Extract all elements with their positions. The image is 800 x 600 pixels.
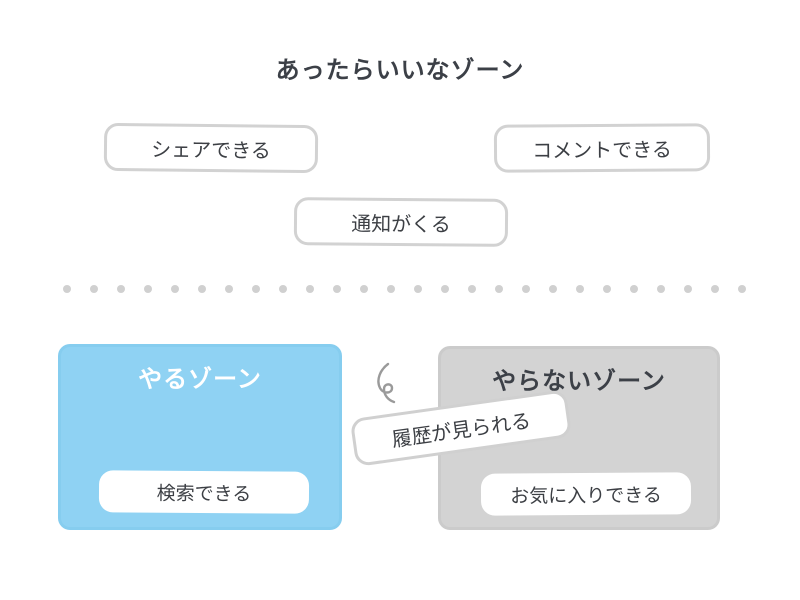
swirl-motion-icon: [377, 362, 396, 404]
wish-item-share[interactable]: シェアできる: [103, 122, 319, 174]
do-zone: やるゾーン 検索できる: [58, 344, 342, 530]
wish-item-comment[interactable]: コメントできる: [493, 123, 711, 173]
wish-item-notification[interactable]: 通知がくる: [293, 197, 509, 247]
dont-zone-title: やらないゾーン: [492, 367, 666, 395]
dotted-divider: [63, 285, 746, 293]
do-zone-item-search[interactable]: 検索できる: [98, 470, 310, 514]
do-zone-title: やるゾーン: [138, 365, 262, 393]
dont-zone-item-favorite[interactable]: お気に入りできる: [480, 472, 692, 516]
page-title: あったらいいなゾーン: [275, 56, 525, 84]
